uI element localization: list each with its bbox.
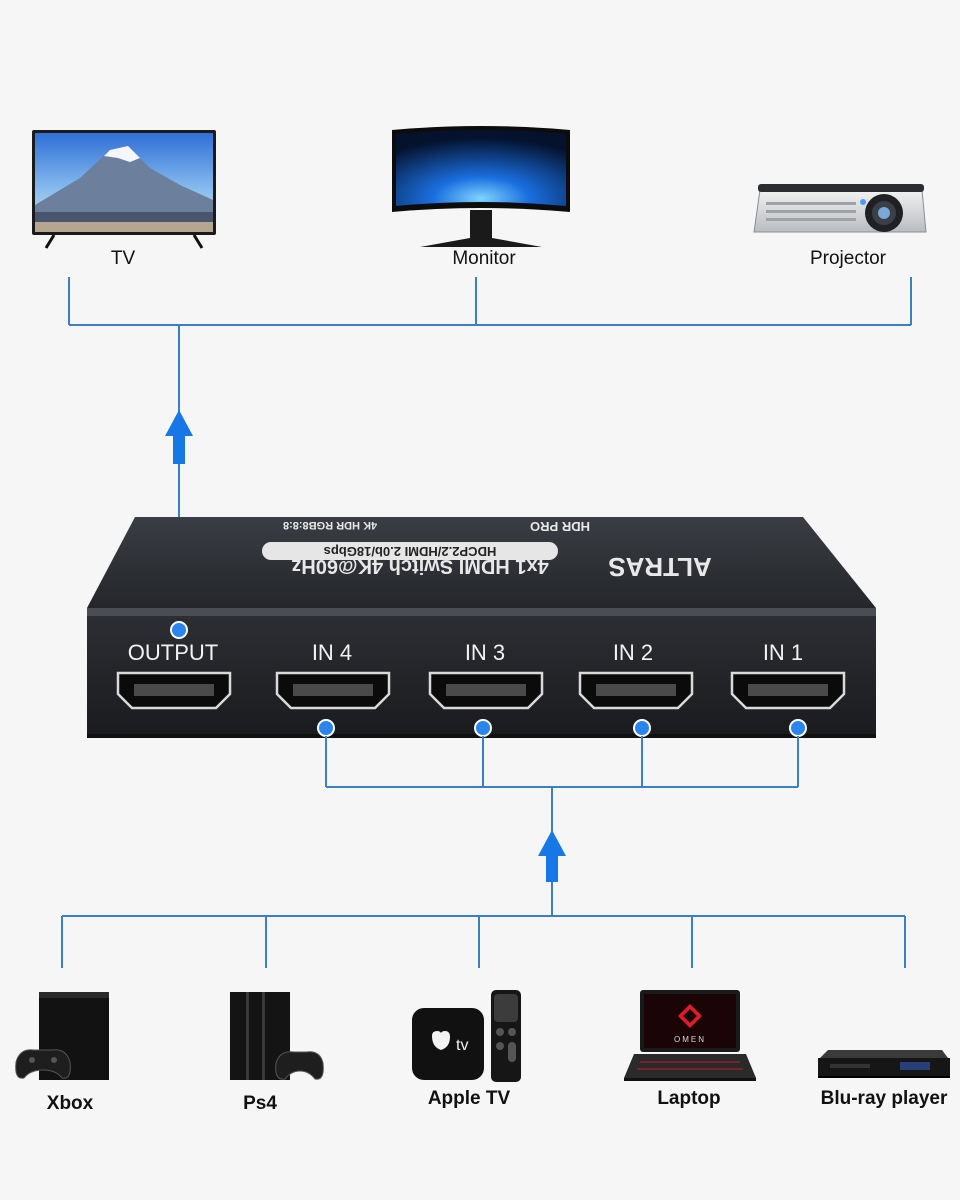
switch-features: HDR PRO: [530, 519, 590, 534]
switch-specs: HDCP2.2/HDMI 2.0b/18Gbps: [324, 544, 497, 559]
hdmi-port-output: [116, 671, 232, 710]
switch-small-text: 4K HDR RGB8:8:8: [283, 519, 377, 531]
source-label-ps4: Ps4: [243, 1093, 277, 1114]
port-label-in1: IN 1: [763, 640, 803, 665]
up-arrow-icon: [165, 410, 193, 464]
curved-monitor-icon: [392, 126, 570, 247]
up-arrow-icon: [538, 830, 566, 882]
output-label-tv: TV: [111, 248, 136, 269]
source-label-laptop: Laptop: [657, 1088, 720, 1109]
port-label-in4: IN 4: [312, 640, 352, 665]
source-label-xbox: Xbox: [47, 1093, 94, 1114]
brand-logo: ALTRAS: [608, 552, 712, 582]
output-connector-lines: [68, 277, 912, 630]
bluray-player-icon: [818, 1050, 950, 1078]
apple-tv-logo-text: tv: [456, 1037, 468, 1054]
output-label-projector: Projector: [810, 248, 887, 269]
hdmi-port-in3: [428, 671, 544, 710]
hdmi-port-in1: [730, 671, 846, 710]
projector-icon: [753, 184, 927, 233]
output-label-monitor: Monitor: [452, 248, 516, 269]
source-label-bluray: Blu-ray player: [821, 1088, 948, 1109]
hdmi-port-in2: [578, 671, 694, 710]
tv-icon: [32, 130, 216, 249]
laptop-icon: OMEN: [624, 990, 756, 1081]
port-label-output: OUTPUT: [128, 640, 218, 665]
source-label-apple-tv: Apple TV: [428, 1088, 511, 1109]
apple-tv-icon: tv: [412, 990, 521, 1082]
switch-title: 4x1 HDMI Switch 4K@60Hz: [291, 555, 548, 577]
port-label-in3: IN 3: [465, 640, 505, 665]
hdmi-port-in4: [275, 671, 391, 710]
xbox-console-icon: [15, 992, 109, 1080]
port-label-in2: IN 2: [613, 640, 653, 665]
laptop-logo-text: OMEN: [674, 1035, 706, 1044]
input-connector-lines: [61, 736, 906, 968]
hdmi-switch-device: ALTRAS 4x1 HDMI Switch 4K@60Hz HDCP2.2/H…: [87, 517, 876, 738]
ps4-console-icon: [230, 992, 324, 1080]
